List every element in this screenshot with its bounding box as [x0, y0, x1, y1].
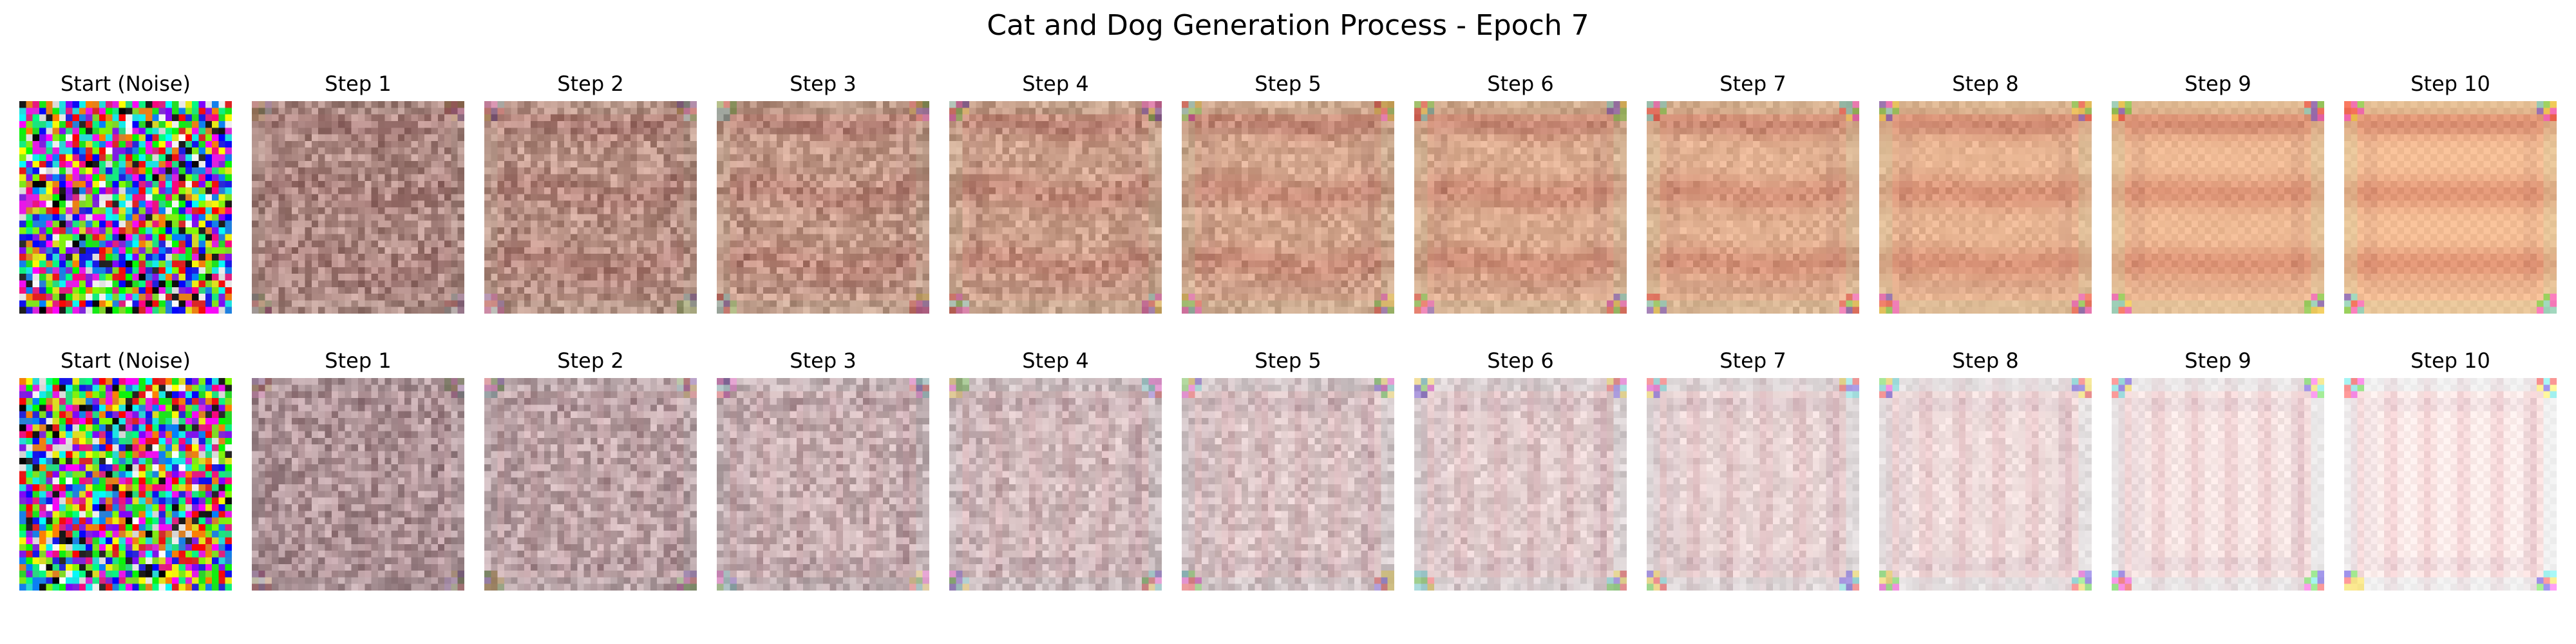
generated-image [252, 378, 464, 591]
image-row: Start (Noise) Step 1 Step 2 Step 3 Step 4 Ste… [0, 71, 2576, 316]
generated-image [252, 101, 464, 314]
image-panel: Step 5 [1182, 348, 1394, 592]
panel-title: Step 3 [790, 348, 857, 373]
panel-title: Step 2 [557, 71, 624, 96]
generated-image [949, 378, 1162, 591]
panel-title: Step 1 [325, 348, 392, 373]
image-panel: Step 3 [717, 348, 929, 592]
image-panel: Step 8 [1879, 348, 2092, 592]
image-panel: Step 6 [1414, 348, 1627, 592]
panel-title: Step 5 [1255, 71, 1321, 96]
panel-title: Step 3 [790, 71, 857, 96]
image-panel: Step 2 [484, 348, 697, 592]
generated-image [717, 378, 929, 591]
generated-image [2112, 101, 2324, 314]
image-panel: Start (Noise) [19, 71, 232, 316]
image-panel: Step 1 [252, 71, 464, 316]
generated-image [1879, 378, 2092, 591]
generated-image [949, 101, 1162, 314]
image-panel: Step 2 [484, 71, 697, 316]
image-row: Start (Noise) Step 1 Step 2 Step 3 Step 4 Ste… [0, 348, 2576, 592]
generated-image [1647, 101, 1859, 314]
generated-image [1647, 378, 1859, 591]
image-panel: Step 6 [1414, 71, 1627, 316]
image-panel: Step 10 [2344, 71, 2557, 316]
image-panel: Step 7 [1647, 71, 1859, 316]
generated-image [2112, 378, 2324, 591]
generated-image [484, 101, 697, 314]
panel-title: Step 9 [2184, 348, 2251, 373]
figure-title: Cat and Dog Generation Process - Epoch 7 [987, 9, 1589, 42]
noise-image [19, 101, 232, 314]
image-panel: Start (Noise) [19, 348, 232, 592]
generated-image [2344, 101, 2557, 314]
image-panel: Step 1 [252, 348, 464, 592]
panel-title: Step 1 [325, 71, 392, 96]
noise-image [19, 378, 232, 591]
generated-image [1182, 101, 1394, 314]
image-panel: Step 7 [1647, 348, 1859, 592]
panel-title: Step 4 [1022, 71, 1089, 96]
panel-title: Step 6 [1487, 71, 1554, 96]
panel-title: Step 9 [2184, 71, 2251, 96]
panel-title: Step 6 [1487, 348, 1554, 373]
image-panel: Step 10 [2344, 348, 2557, 592]
panel-title: Step 2 [557, 348, 624, 373]
generated-image [1879, 101, 2092, 314]
panel-title: Step 8 [1952, 348, 2019, 373]
image-panel: Step 4 [949, 348, 1162, 592]
panel-title: Step 10 [2410, 348, 2490, 373]
generated-image [717, 101, 929, 314]
image-panel: Step 3 [717, 71, 929, 316]
panel-title: Step 7 [1719, 71, 1786, 96]
image-panel: Step 5 [1182, 71, 1394, 316]
panel-title: Step 5 [1255, 348, 1321, 373]
generated-image [1414, 378, 1627, 591]
image-panel: Step 9 [2112, 71, 2324, 316]
generated-image [1414, 101, 1627, 314]
image-panel: Step 9 [2112, 348, 2324, 592]
generated-image [484, 378, 697, 591]
image-panel: Step 8 [1879, 71, 2092, 316]
panel-title: Step 7 [1719, 348, 1786, 373]
panel-title: Step 4 [1022, 348, 1089, 373]
panel-title: Step 10 [2410, 71, 2490, 96]
generated-image [2344, 378, 2557, 591]
generated-image [1182, 378, 1394, 591]
panel-title: Step 8 [1952, 71, 2019, 96]
image-panel: Step 4 [949, 71, 1162, 316]
panel-title: Start (Noise) [60, 348, 191, 373]
panel-title: Start (Noise) [60, 71, 191, 96]
